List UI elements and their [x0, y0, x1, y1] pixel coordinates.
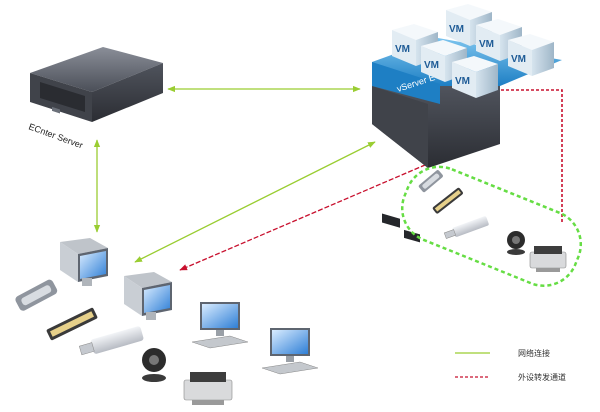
vm-label: VM: [511, 54, 526, 65]
legend-peripheral-label: 外设转发通道: [518, 372, 566, 382]
ecenter-server: [30, 47, 163, 122]
client-devices: [15, 238, 319, 405]
peripheral-group-outline: [400, 165, 583, 287]
legend: 网络连接 外设转发通道: [455, 348, 566, 382]
monitor-icon: [191, 302, 249, 349]
serial-port-icon: [418, 170, 443, 193]
vm-cluster: VM VM VM VM VM: [392, 4, 554, 98]
vm-label: VM: [424, 60, 439, 71]
server-peripheral-group: [400, 165, 583, 287]
peripheral-link-clients: [179, 161, 433, 271]
ecenter-server-label: ECnter Server: [27, 121, 84, 150]
parallel-port-icon: [46, 307, 98, 341]
vm-label: VM: [395, 44, 410, 55]
webcam-icon: [142, 348, 166, 382]
webcam-icon: [507, 231, 525, 255]
vm-label: VM: [479, 39, 494, 50]
connections: [93, 85, 563, 271]
parallel-port-icon: [432, 187, 463, 214]
peripheral-link-vserver: [496, 89, 563, 222]
monitor-icon: [124, 272, 172, 320]
monitor-icon: [60, 238, 108, 286]
vm-label: VM: [455, 76, 470, 87]
usb-drive-icon: [443, 216, 489, 239]
serial-port-icon: [15, 279, 58, 311]
printer-icon: [529, 246, 567, 272]
monitor-icon: [261, 328, 319, 375]
vm-label: VM: [449, 24, 464, 35]
vm-cube: VM: [508, 34, 554, 76]
printer-icon: [183, 372, 233, 405]
usb-drive-icon: [78, 326, 144, 356]
legend-network-label: 网络连接: [518, 348, 550, 358]
vm-cube: VM: [452, 56, 498, 98]
